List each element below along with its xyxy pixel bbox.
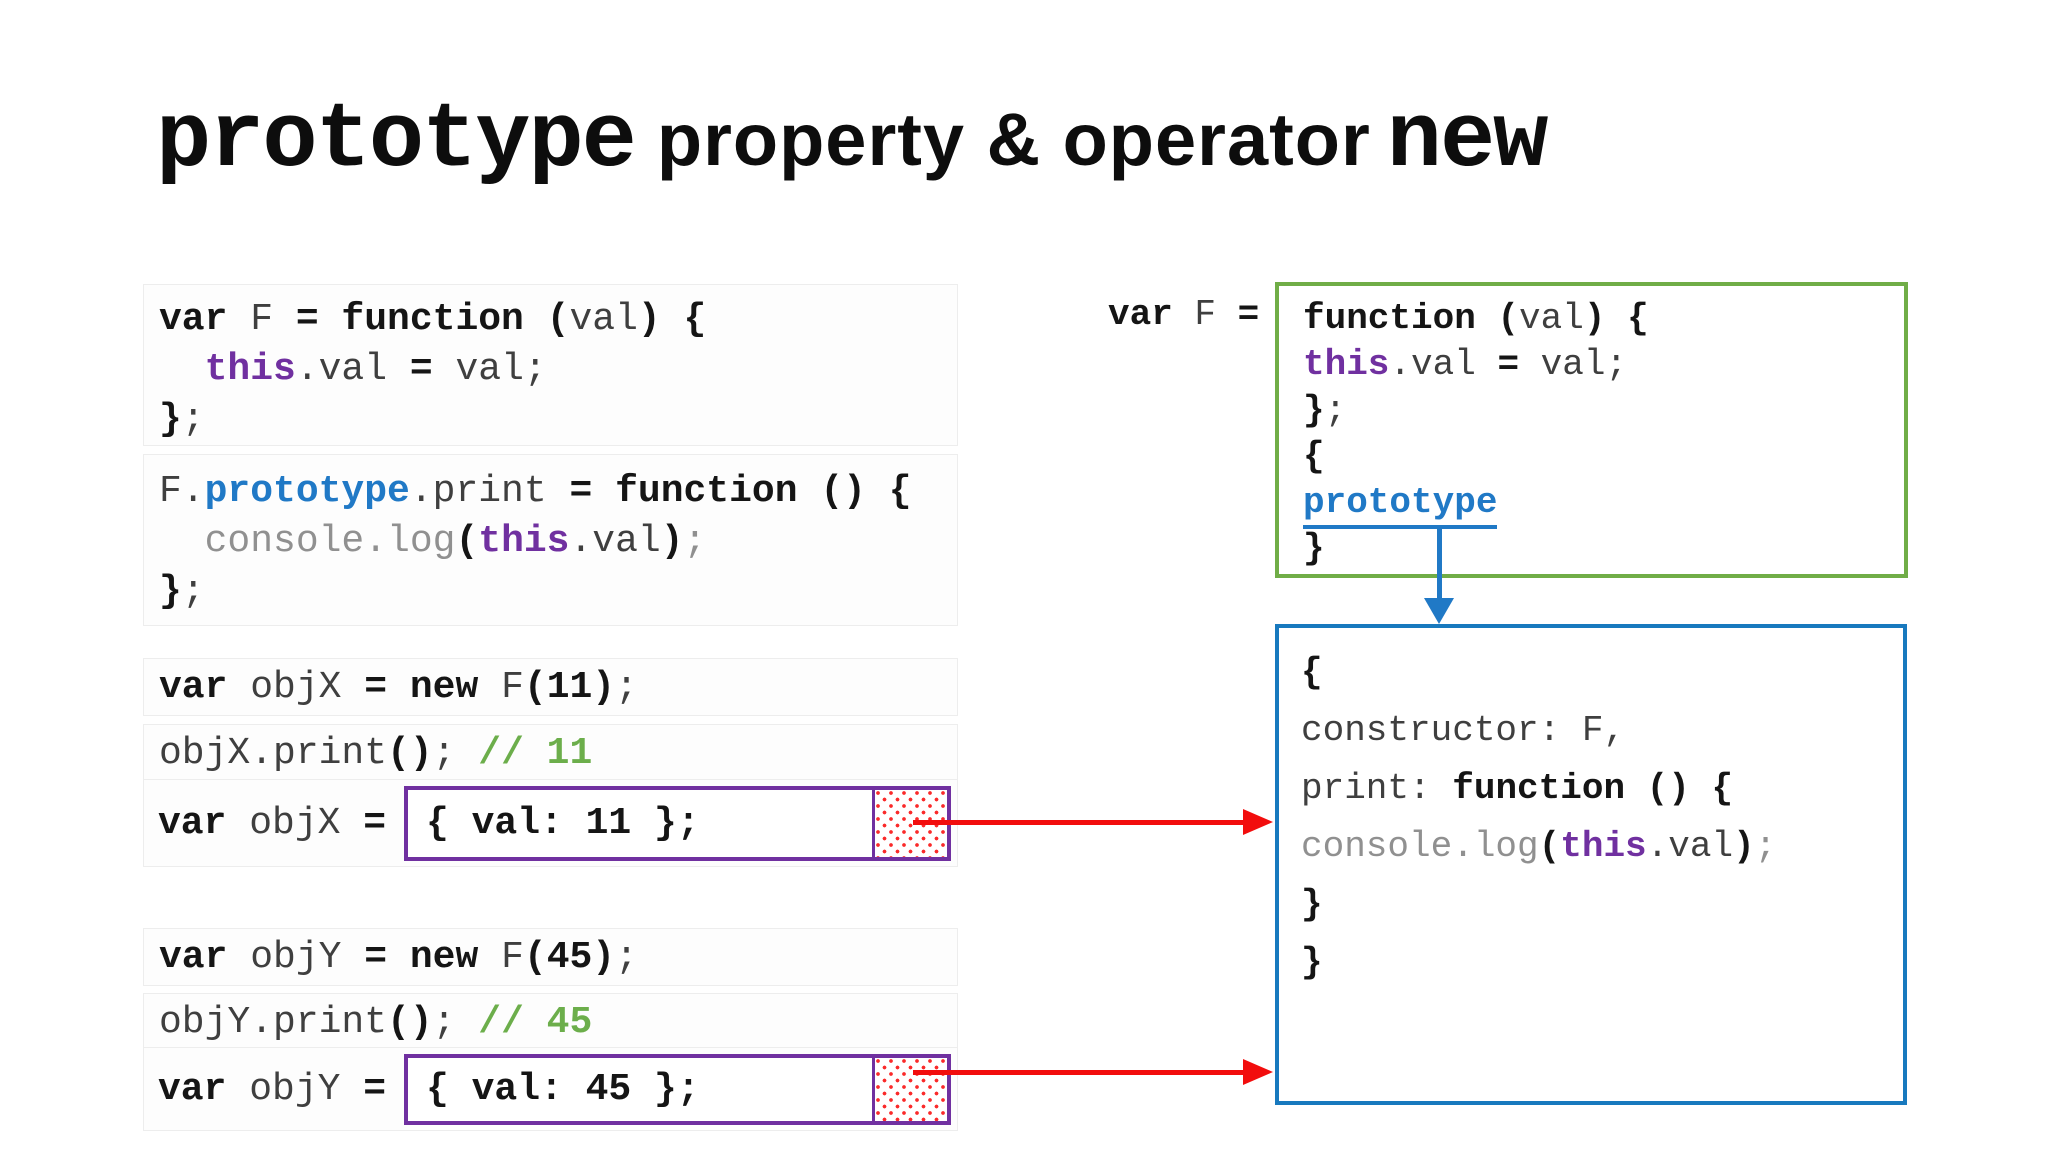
var-f-label: var F = <box>1108 294 1260 335</box>
red-arrow-objy-line <box>913 1070 1243 1075</box>
objx-assign-label: var objX = <box>158 801 387 845</box>
code-block-objx-new: var objX = new F(11); <box>143 658 958 716</box>
objy-pointer-cell <box>872 1058 947 1121</box>
code-block-f-definition: var F = function (val) { this.val = val;… <box>143 284 958 446</box>
code-block-objy-print: objY.print(); // 45 <box>143 993 958 1051</box>
objy-value-text: { val: 45 }; <box>426 1067 700 1111</box>
objx-value-box: { val: 11 }; <box>404 786 951 861</box>
red-arrow-objx-line <box>913 820 1243 825</box>
red-arrow-objx-head-icon <box>1243 809 1273 835</box>
objx-value-text: { val: 11 }; <box>426 801 700 845</box>
prototype-object-code: { constructor: F, print: function () { c… <box>1301 652 1777 983</box>
objy-value-box: { val: 45 }; <box>404 1054 951 1125</box>
code-block-prototype-print-definition: F.prototype.print = function () { consol… <box>143 454 958 626</box>
red-arrow-objy-head-icon <box>1243 1059 1273 1085</box>
code-block-objy-new: var objY = new F(45); <box>143 928 958 986</box>
function-object-box: function (val) { this.val = val;};{ prot… <box>1275 282 1908 578</box>
prototype-object-box: { constructor: F, print: function () { c… <box>1275 624 1907 1105</box>
code-block-objx-print: objX.print(); // 11 <box>143 724 958 782</box>
blue-arrow-down-icon <box>1424 598 1454 624</box>
objy-assign-label: var objY = <box>158 1067 387 1111</box>
function-object-code: function (val) { this.val = val;};{ prot… <box>1303 298 1649 569</box>
blue-arrow-line <box>1437 528 1442 600</box>
